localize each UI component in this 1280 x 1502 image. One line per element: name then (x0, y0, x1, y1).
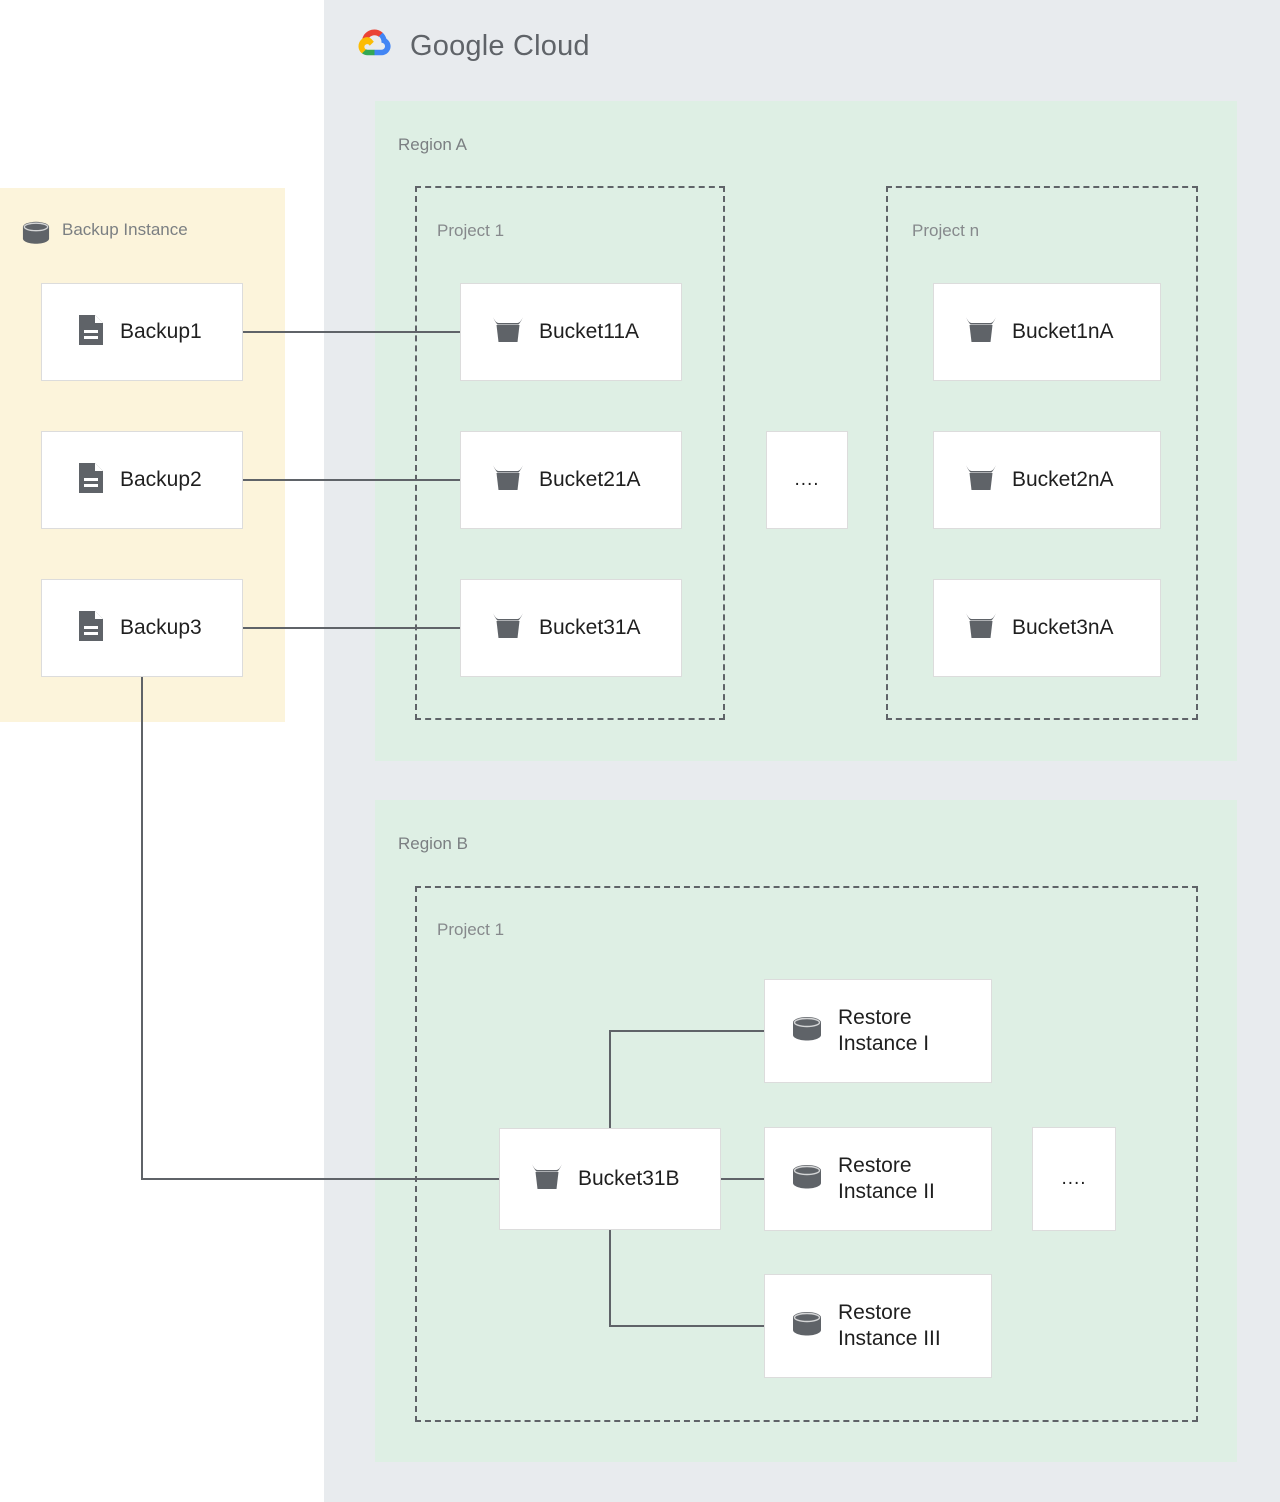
bucket-label: Bucket11A (539, 320, 640, 344)
bucket-label: Bucket31A (539, 616, 641, 640)
bucket-icon (964, 610, 998, 647)
bucket-card-bucket11a[interactable]: Bucket11A (460, 283, 682, 381)
google-cloud-logo-icon (352, 26, 396, 67)
bucket-label: Bucket2nA (1012, 468, 1114, 492)
document-icon (76, 313, 106, 352)
database-icon (790, 1014, 824, 1049)
backup-card-backup1[interactable]: Backup1 (41, 283, 243, 381)
database-icon (790, 1162, 824, 1197)
region-a-ellipsis: .... (766, 431, 848, 529)
document-icon (76, 461, 106, 500)
bucket-icon (491, 610, 525, 647)
bucket-card-bucket31a[interactable]: Bucket31A (460, 579, 682, 677)
restore-instance-card-ii[interactable]: Restore Instance II (764, 1127, 992, 1231)
brand-name-google: Google (410, 30, 505, 62)
brand-name-cloud: Cloud (512, 30, 590, 62)
bucket-icon (491, 462, 525, 499)
brand-name: Google Cloud (410, 30, 590, 63)
database-icon (790, 1309, 824, 1344)
bucket-icon (964, 314, 998, 351)
bucket-label: Bucket31B (578, 1167, 680, 1191)
bucket-card-bucket1na[interactable]: Bucket1nA (933, 283, 1161, 381)
restore-instance-label: Restore Instance I (838, 1006, 930, 1055)
bucket-card-bucket2na[interactable]: Bucket2nA (933, 431, 1161, 529)
bucket-label: Bucket1nA (1012, 320, 1114, 344)
restore-instance-card-i[interactable]: Restore Instance I (764, 979, 992, 1083)
bucket-icon (530, 1161, 564, 1198)
region-a-project-1-box (415, 186, 725, 720)
bucket-card-bucket21a[interactable]: Bucket21A (460, 431, 682, 529)
backup-label: Backup2 (120, 468, 202, 492)
region-a-project-1-label: Project 1 (437, 221, 505, 240)
bucket-label: Bucket3nA (1012, 616, 1114, 640)
backup-label: Backup3 (120, 616, 202, 640)
bucket-label: Bucket21A (539, 468, 641, 492)
backup-card-backup2[interactable]: Backup2 (41, 431, 243, 529)
region-b-ellipsis: .... (1032, 1127, 1116, 1231)
restore-instance-card-iii[interactable]: Restore Instance III (764, 1274, 992, 1378)
region-a-project-n-box (886, 186, 1198, 720)
google-cloud-brand: Google Cloud (352, 26, 590, 67)
database-icon (20, 219, 52, 252)
region-a-label: Region A (398, 135, 467, 154)
region-b-label: Region B (398, 834, 468, 853)
backup-label: Backup1 (120, 320, 202, 344)
backup-card-backup3[interactable]: Backup3 (41, 579, 243, 677)
bucket-icon (491, 314, 525, 351)
backup-instance-title: Backup Instance (62, 220, 188, 239)
restore-instance-label: Restore Instance II (838, 1154, 935, 1203)
document-icon (76, 609, 106, 648)
restore-instance-label: Restore Instance III (838, 1301, 941, 1350)
region-a-project-n-label: Project n (912, 221, 980, 240)
region-b-project-1-label: Project 1 (437, 920, 505, 939)
bucket-card-bucket31b[interactable]: Bucket31B (499, 1128, 721, 1230)
bucket-icon (964, 462, 998, 499)
bucket-card-bucket3na[interactable]: Bucket3nA (933, 579, 1161, 677)
